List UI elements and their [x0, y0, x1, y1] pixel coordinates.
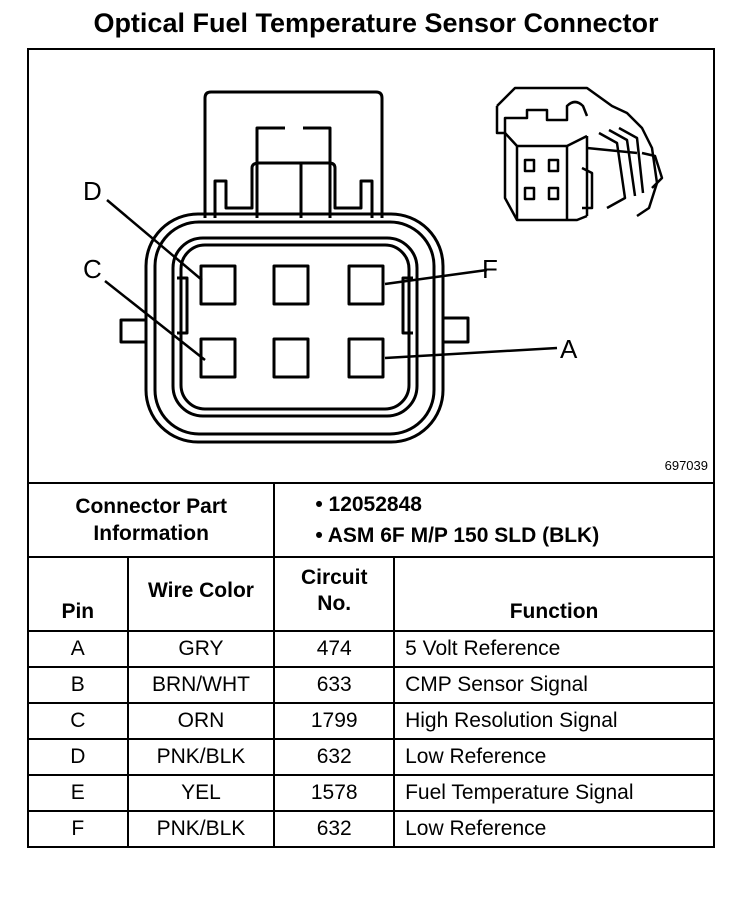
connector-diagram: D C F A — [83, 86, 664, 444]
callout-c: C — [83, 254, 102, 284]
function-cell: Low Reference — [393, 810, 715, 848]
pin-cavity-a — [347, 337, 385, 379]
circuit-cell: 474 — [273, 630, 396, 668]
circuit-cell: 632 — [273, 810, 396, 848]
function-cell: 5 Volt Reference — [393, 630, 715, 668]
leader-line-f — [384, 268, 488, 286]
pin-cell: F — [27, 810, 129, 848]
callout-f: F — [482, 254, 498, 284]
pin-cell: C — [27, 702, 129, 740]
leader-line-c — [104, 280, 206, 361]
connector-info-row: Connector Part Information • 12052848 • … — [26, 482, 715, 558]
part-number: • 12052848 — [315, 493, 422, 516]
wire-color-cell: YEL — [126, 774, 276, 812]
function-cell: Fuel Temperature Signal — [393, 774, 715, 812]
circuit-cell: 1799 — [273, 702, 396, 740]
header-pin: Pin — [27, 556, 129, 632]
pin-cavity-c — [199, 337, 237, 379]
part-description: • ASM 6F M/P 150 SLD (BLK) — [315, 524, 600, 547]
connector-latch — [203, 90, 384, 218]
connector-info-label: Connector Part Information — [26, 482, 276, 558]
table-row: A GRY 474 5 Volt Reference — [27, 630, 715, 668]
function-cell: High Resolution Signal — [393, 702, 715, 740]
figure-frame — [27, 48, 715, 848]
wire-color-cell: ORN — [126, 702, 276, 740]
callout-d: D — [83, 176, 102, 206]
table-row: D PNK/BLK 632 Low Reference — [27, 738, 715, 776]
wire-color-cell: GRY — [126, 630, 276, 668]
header-wire-color: Wire Color — [126, 556, 276, 632]
pin-cell: B — [27, 666, 129, 704]
function-cell: Low Reference — [393, 738, 715, 776]
table-row: B BRN/WHT 633 CMP Sensor Signal — [27, 666, 715, 704]
connector-perspective-drawing — [495, 86, 664, 222]
header-circuit: Circuit No. — [273, 556, 396, 632]
wire-color-cell: BRN/WHT — [126, 666, 276, 704]
circuit-cell: 633 — [273, 666, 396, 704]
connector-housing — [144, 212, 445, 444]
pin-cell: A — [27, 630, 129, 668]
leader-line-a — [384, 346, 558, 360]
page-title: Optical Fuel Temperature Sensor Connecto… — [93, 8, 659, 38]
function-cell: CMP Sensor Signal — [393, 666, 715, 704]
pin-cell: D — [27, 738, 129, 776]
wire-color-cell: PNK/BLK — [126, 738, 276, 776]
pin-cavity-f — [347, 264, 385, 306]
circuit-cell: 632 — [273, 738, 396, 776]
header-function: Function — [393, 556, 715, 632]
wire-color-cell: PNK/BLK — [126, 810, 276, 848]
leader-line-d — [106, 199, 203, 281]
connector-info-values: • 12052848 • ASM 6F M/P 150 SLD (BLK) — [273, 482, 715, 558]
figure-number: 697039 — [664, 458, 708, 473]
pin-cavity-d — [199, 264, 237, 306]
circuit-cell: 1578 — [273, 774, 396, 812]
table-row: E YEL 1578 Fuel Temperature Signal — [27, 774, 715, 812]
table-row: F PNK/BLK 632 Low Reference — [27, 810, 715, 848]
pinout-table: Connector Part Information • 12052848 • … — [26, 482, 715, 848]
callout-a: A — [560, 334, 578, 364]
table-header-row: Pin Wire Color Circuit No. Function — [27, 556, 715, 632]
pin-cell: E — [27, 774, 129, 812]
table-row: C ORN 1799 High Resolution Signal — [27, 702, 715, 740]
